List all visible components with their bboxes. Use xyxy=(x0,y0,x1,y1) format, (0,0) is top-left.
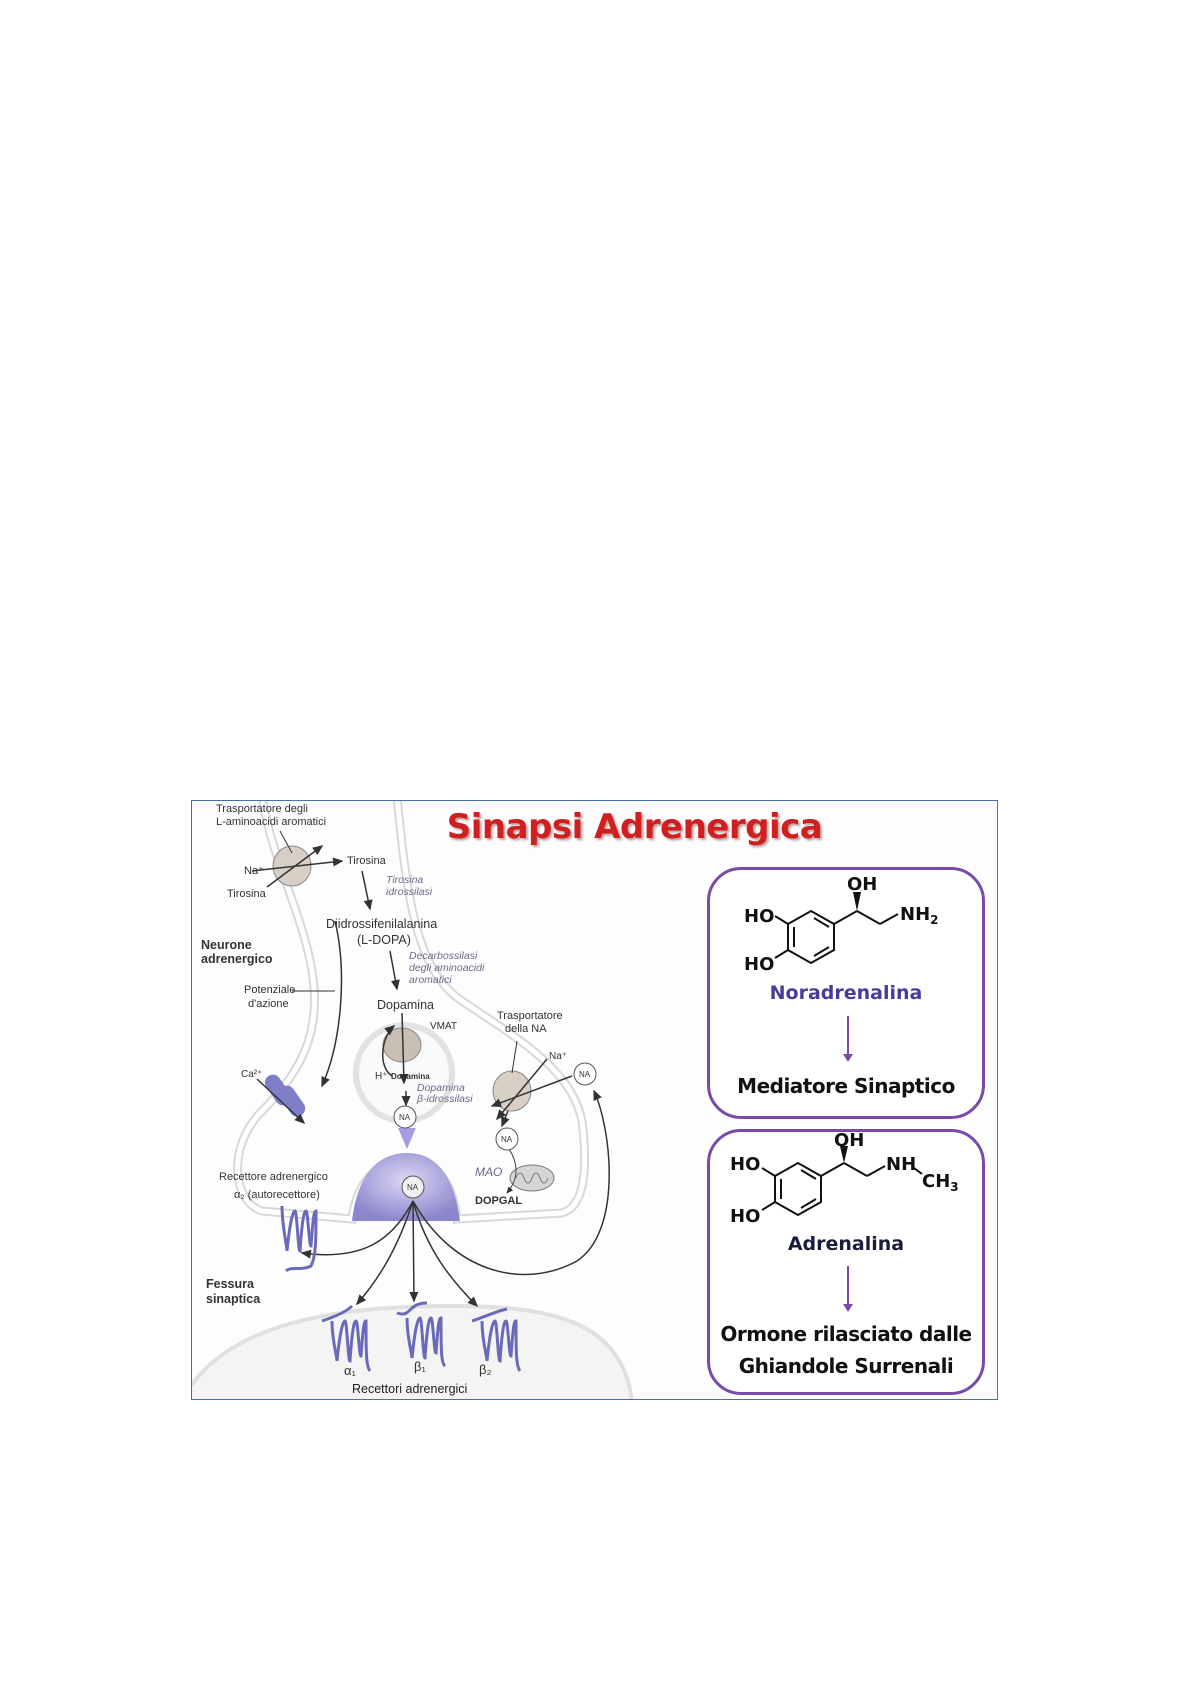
adrenaline-role: Ormone rilasciato dalle Ghiandole Surren… xyxy=(710,1318,982,1382)
nh2-group: NH2 xyxy=(900,904,939,927)
ho-group: HO xyxy=(744,954,774,975)
label-tyrosine: Tirosina xyxy=(227,888,267,900)
label-adrenergic-receptors: Recettori adrenergici xyxy=(352,1382,467,1396)
label-decarboxylase: Decarbossilasi xyxy=(409,950,478,962)
label-synaptic-cleft: sinaptica xyxy=(206,1292,261,1306)
adrenaline-role-line: Ormone rilasciato dalle xyxy=(720,1322,972,1346)
noradrenaline-role: Mediatore Sinaptico xyxy=(737,1074,955,1098)
na-molecule xyxy=(495,1127,519,1151)
label-aa-transporter: Trasportatore degli xyxy=(216,803,308,815)
na-label: NA xyxy=(579,1070,591,1079)
label-tyrosine-hydroxylase: idrossilasi xyxy=(386,886,433,898)
aa-transporter-icon xyxy=(251,830,344,888)
label-h-plus: H⁺ xyxy=(375,1071,388,1082)
na-molecule xyxy=(401,1175,425,1199)
label-tyrosine-hydroxylase: Tirosina xyxy=(386,874,423,886)
nh-group: NH xyxy=(886,1154,916,1175)
adrenaline-name: Adrenalina xyxy=(787,1233,905,1255)
label-mao: MAO xyxy=(475,1165,502,1179)
label-dopamine-small: Dopamina xyxy=(391,1072,430,1081)
label-na-transporter: Trasportatore xyxy=(497,1010,563,1022)
oh-group: OH xyxy=(847,874,877,895)
na-label: NA xyxy=(399,1113,411,1122)
noradrenaline-name: Noradrenalina xyxy=(769,982,923,1004)
na-transporter-icon xyxy=(490,1040,573,1128)
label-beta2: β₂ xyxy=(479,1362,492,1377)
label-ldopa: Diidrossifenilalanina xyxy=(326,917,437,931)
beta2-receptor-icon xyxy=(471,1307,522,1372)
adrenaline-role-line: Ghiandole Surrenali xyxy=(738,1354,954,1378)
synapse-diagram: Trasportatore degli L-aminoacidi aromati… xyxy=(192,801,634,1399)
na-label: NA xyxy=(407,1183,419,1192)
synapse-figure: Trasportatore degli L-aminoacidi aromati… xyxy=(191,800,998,1400)
beta1-receptor-icon xyxy=(396,1301,447,1368)
label-calcium: Ca²⁺ xyxy=(241,1069,262,1080)
na-molecule xyxy=(393,1105,417,1129)
ho-group: HO xyxy=(730,1154,760,1175)
arrow-down-icon xyxy=(847,1266,849,1310)
label-dopamine: Dopamina xyxy=(377,998,434,1012)
label-action-potential: d'azione xyxy=(248,998,289,1010)
mitochondrion-icon xyxy=(509,1164,555,1192)
label-decarboxylase: aromatici xyxy=(409,974,452,986)
label-ldopa: (L-DOPA) xyxy=(357,933,411,947)
vmat-icon xyxy=(381,1012,422,1107)
label-na-transporter: della NA xyxy=(505,1023,547,1035)
oh-group: OH xyxy=(834,1132,864,1151)
na-label: NA xyxy=(501,1135,513,1144)
label-na-plus: Na⁺ xyxy=(549,1051,567,1062)
arrowhead-icon xyxy=(843,1054,853,1062)
label-decarboxylase: degli aminoacidi xyxy=(409,962,485,974)
figure-title: Sinapsi Adrenergica xyxy=(446,807,823,847)
noradrenaline-structure: HO HO OH NH2 xyxy=(744,874,939,975)
label-neuron: adrenergico xyxy=(201,952,273,966)
adrenaline-structure: HO HO OH NH CH3 xyxy=(730,1132,959,1227)
label-alpha2-receptor: Recettore adrenergico xyxy=(219,1171,328,1183)
label-alpha2-receptor: α₂ (autorecettore) xyxy=(234,1189,320,1201)
na-molecule xyxy=(573,1062,597,1086)
ch3-group: CH3 xyxy=(922,1171,959,1194)
calcium-channel-icon xyxy=(256,1074,306,1125)
label-dbh: β-idrossilasi xyxy=(416,1093,473,1105)
label-action-potential: Potenziale xyxy=(244,984,295,996)
label-vmat: VMAT xyxy=(430,1021,457,1032)
label-aa-transporter: L-aminoacidi aromatici xyxy=(216,816,326,828)
label-synaptic-cleft: Fessura xyxy=(206,1277,255,1291)
label-beta1: β₁ xyxy=(414,1359,426,1374)
label-neuron: Neurone xyxy=(201,938,252,952)
adrenaline-card: HO HO OH NH CH3 Adrenalina Ormone rilasc… xyxy=(707,1129,985,1395)
label-na-plus: Na⁺ xyxy=(244,865,264,877)
arrow-down-icon xyxy=(847,1016,849,1060)
label-dopgal: DOPGAL xyxy=(475,1195,522,1207)
arrowhead-icon xyxy=(843,1304,853,1312)
label-alpha1: α₁ xyxy=(344,1363,357,1378)
alpha1-receptor-icon xyxy=(321,1304,372,1372)
ho-group: HO xyxy=(730,1206,760,1227)
noradrenaline-card: HO HO OH NH2 Noradrenalina Mediatore Sin… xyxy=(707,867,985,1119)
ho-group: HO xyxy=(744,906,774,927)
label-tyrosine: Tirosina xyxy=(347,855,387,867)
alpha2-receptor-icon xyxy=(280,1205,318,1273)
label-dbh: Dopamina xyxy=(417,1082,465,1094)
